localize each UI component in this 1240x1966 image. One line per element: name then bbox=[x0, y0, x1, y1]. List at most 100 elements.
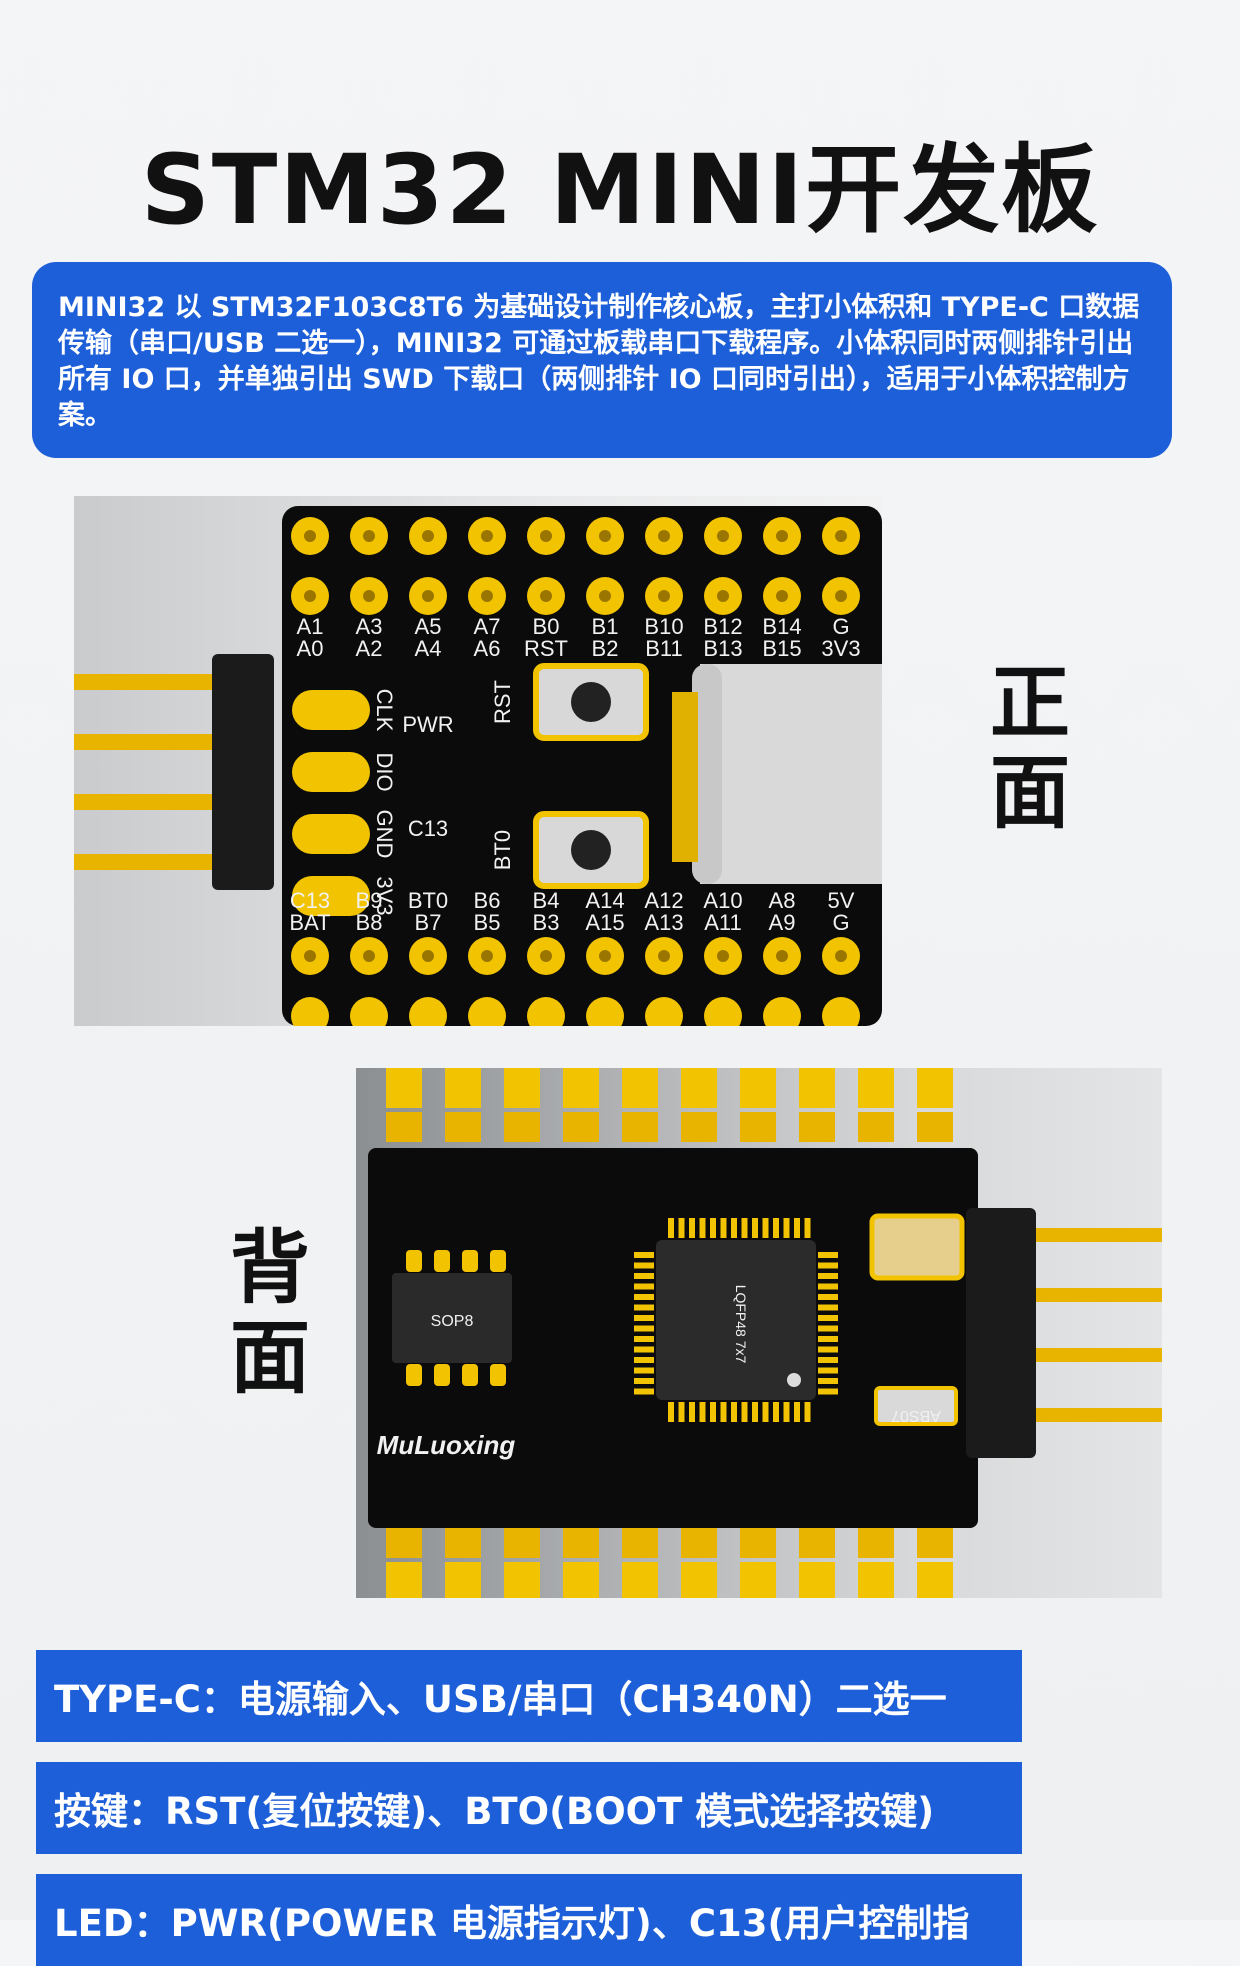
front-bottom-pin-label: A15 bbox=[585, 910, 624, 935]
front-bottom-pin-label: B8 bbox=[356, 910, 383, 935]
front-bottom-pin-label: 5V bbox=[828, 888, 855, 913]
front-top-pin-label: B0 bbox=[533, 614, 560, 639]
feature-typec: TYPE-C：电源输入、USB/串口（CH340N）二选一 bbox=[36, 1650, 1022, 1742]
front-bottom-pin-label: A11 bbox=[704, 910, 742, 935]
back-pin-bottom bbox=[799, 1528, 835, 1558]
swd-pad bbox=[292, 876, 370, 916]
back-pin-top bbox=[740, 1068, 776, 1108]
swd-pad bbox=[292, 752, 370, 792]
front-bottom-pin-label: B5 bbox=[474, 910, 501, 935]
front-top-pin-label: A2 bbox=[356, 636, 383, 661]
diode bbox=[874, 1386, 958, 1426]
description-panel: MINI32 以 STM32F103C8T6 为基础设计制作核心板，主打小体积和… bbox=[32, 262, 1172, 458]
front-bottom-pin-label: B6 bbox=[474, 888, 501, 913]
back-pin-bottom bbox=[740, 1528, 776, 1558]
swd-pin-label: GND bbox=[372, 810, 397, 859]
brand-label: MuLuoxing bbox=[377, 1430, 516, 1460]
front-pin-pad bbox=[586, 997, 624, 1026]
front-top-pin-label: A4 bbox=[415, 636, 442, 661]
front-top-pin-label: B15 bbox=[762, 636, 801, 661]
feature-led: LED：PWR(POWER 电源指示灯)、C13(用户控制指 bbox=[36, 1874, 1022, 1966]
button-bt0 bbox=[533, 811, 649, 889]
front-bottom-pin-label: A13 bbox=[644, 910, 683, 935]
front-bottom-pin-label: B4 bbox=[533, 888, 560, 913]
back-pin-bottom bbox=[563, 1528, 599, 1558]
front-top-pin-label: A3 bbox=[356, 614, 383, 639]
front-bottom-pin-label: A14 bbox=[585, 888, 624, 913]
back-pin-bottom bbox=[917, 1528, 953, 1558]
front-top-pin-label: B11 bbox=[645, 636, 683, 661]
front-bottom-pin-label: BAT bbox=[289, 910, 330, 935]
front-pin-pad bbox=[527, 997, 565, 1026]
swd-pad bbox=[292, 814, 370, 854]
front-top-pin-label: A7 bbox=[474, 614, 501, 639]
front-pin-pad bbox=[822, 997, 860, 1026]
button-rst bbox=[533, 663, 649, 741]
chip-sop8 bbox=[392, 1273, 512, 1363]
front-top-pin-label: B1 bbox=[592, 614, 619, 639]
front-top-pin-label: B2 bbox=[592, 636, 619, 661]
usb-c-connector bbox=[672, 664, 882, 884]
back-pin-top bbox=[386, 1068, 422, 1108]
page-title: STM32 MINI开发板 bbox=[140, 134, 1100, 246]
back-pin-bottom bbox=[504, 1528, 540, 1558]
back-pin-top bbox=[622, 1068, 658, 1108]
back-pin-top bbox=[858, 1068, 894, 1108]
front-bottom-pin-label: B7 bbox=[415, 910, 442, 935]
button-bt0-label: BT0 bbox=[490, 830, 515, 870]
chip-sop8-label: SOP8 bbox=[431, 1313, 474, 1330]
front-top-pin-label: A6 bbox=[474, 636, 501, 661]
front-top-pin-label: G bbox=[832, 614, 849, 639]
front-top-pin-label: A1 bbox=[297, 614, 324, 639]
front-top-pin-label: A5 bbox=[415, 614, 442, 639]
led-pwr-label: PWR bbox=[402, 712, 453, 737]
swd-pin-label: 3V3 bbox=[372, 876, 397, 915]
front-top-pin-label: B13 bbox=[703, 636, 742, 661]
led-c13-label: C13 bbox=[408, 816, 448, 841]
back-label: 背面 bbox=[217, 1225, 310, 1405]
front-pin-pad bbox=[350, 997, 388, 1026]
chip-mcu bbox=[656, 1240, 816, 1400]
front-pin-pad bbox=[645, 997, 683, 1026]
swd-pin-label: CLK bbox=[372, 689, 397, 732]
front-bottom-pin-label: A12 bbox=[644, 888, 683, 913]
front-bottom-pin-label: G bbox=[832, 910, 849, 935]
swd-header-pins bbox=[74, 654, 274, 890]
feature-buttons: 按键：RST(复位按键)、BTO(BOOT 模式选择按键) bbox=[36, 1762, 1022, 1854]
front-top-pin-label: B12 bbox=[703, 614, 742, 639]
front-top-pin-label: B14 bbox=[762, 614, 801, 639]
front-pcb bbox=[282, 506, 882, 1026]
front-bottom-pin-label: C13 bbox=[290, 888, 330, 913]
front-top-pin-label: A0 bbox=[297, 636, 324, 661]
swd-pin-label: DIO bbox=[372, 752, 397, 791]
swd-pad bbox=[292, 690, 370, 730]
front-top-pin-label: RST bbox=[524, 636, 568, 661]
front-pin-pad bbox=[409, 997, 447, 1026]
back-pin-bottom bbox=[622, 1528, 658, 1558]
front-pin-pad bbox=[763, 997, 801, 1026]
front-pin-pad bbox=[704, 997, 742, 1026]
front-bottom-pin-label: A8 bbox=[769, 888, 796, 913]
front-top-pin-label: 3V3 bbox=[821, 636, 860, 661]
back-header-pins bbox=[966, 1208, 1162, 1458]
front-bottom-pin-label: A9 bbox=[769, 910, 796, 935]
front-pin-pad bbox=[291, 997, 329, 1026]
front-bottom-pin-label: B3 bbox=[533, 910, 560, 935]
crystal bbox=[869, 1213, 965, 1281]
back-pin-top bbox=[563, 1068, 599, 1108]
front-bottom-pin-label: B9 bbox=[356, 888, 383, 913]
back-pin-top bbox=[504, 1068, 540, 1108]
chip-mcu-label: LQFP48 7x7 bbox=[733, 1285, 749, 1364]
back-pin-bottom bbox=[445, 1528, 481, 1558]
front-top-pin-label: B10 bbox=[644, 614, 683, 639]
back-pin-top bbox=[681, 1068, 717, 1108]
diode-label: ABS07 bbox=[891, 1407, 941, 1424]
front-label: 正面 bbox=[977, 660, 1070, 840]
back-pin-bottom bbox=[386, 1528, 422, 1558]
front-pin-pad bbox=[468, 997, 506, 1026]
button-rst-label: RST bbox=[490, 680, 515, 724]
